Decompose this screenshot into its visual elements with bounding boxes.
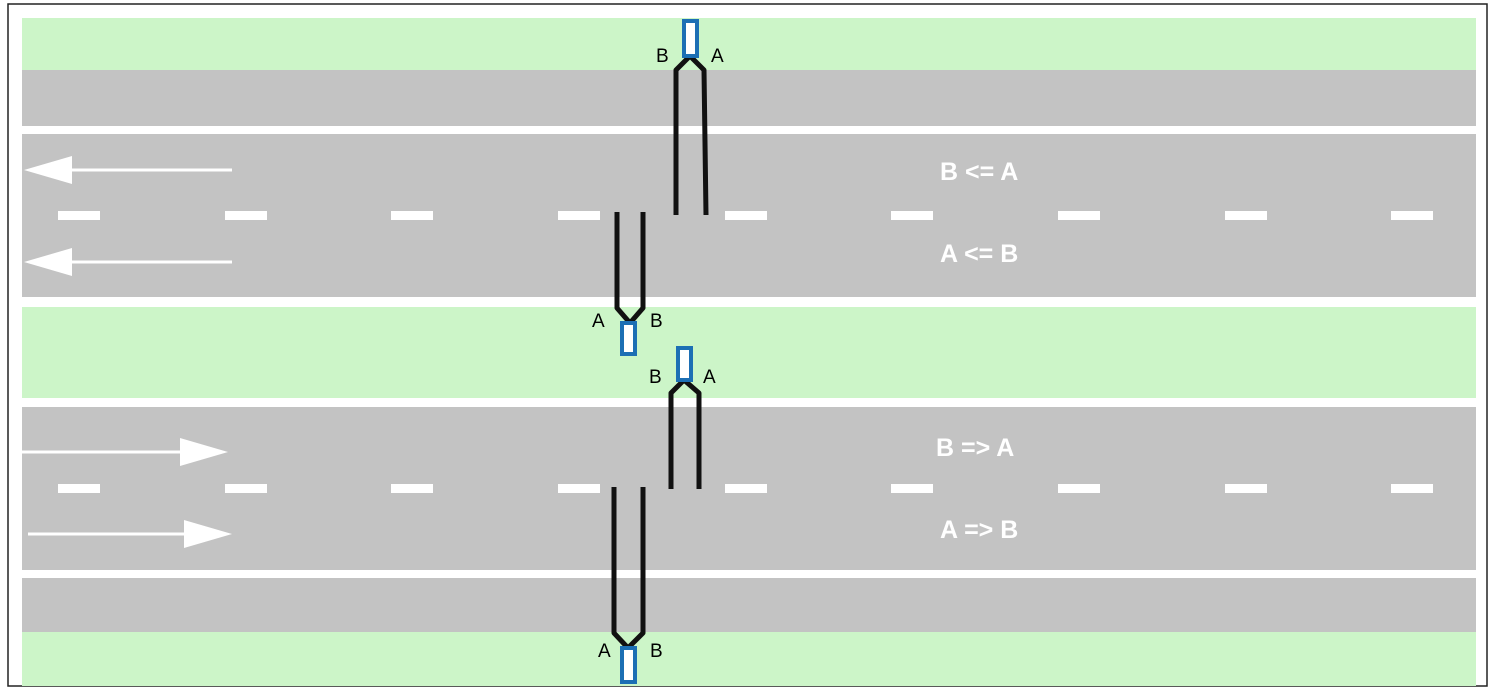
sensor-label-a: A [703,367,716,388]
loop-detector-lower-lane2: A B [598,487,663,684]
sensor-box [620,321,637,356]
grass-strip-bottom [22,632,1476,686]
shoulder-bottom [22,578,1476,632]
lane-label-upper-top: B <= A [940,158,1018,186]
sensor-box [620,646,637,684]
arrow-right-icon [28,520,232,548]
sensor-box [676,346,693,382]
lane-label-lower-bottom: A => B [940,516,1018,544]
sensor-label-a: A [592,311,605,332]
arrow-left-icon [24,248,232,276]
loop-detector-lower-lane1: B A [649,346,716,489]
lane-label-upper-bottom: A <= B [940,240,1018,268]
lane-divider-lower [58,484,1433,493]
arrow-right-icon [22,438,228,466]
sensor-label-b: B [656,46,669,67]
arrow-left-icon [24,156,232,184]
sensor-label-b: B [650,641,663,662]
grass-strip-top [22,18,1476,70]
sensor-label-b: B [649,367,662,388]
sensor-box [682,19,699,58]
lane-divider-upper [58,211,1433,220]
sensor-label-b: B [650,311,663,332]
shoulder-top [22,70,1476,126]
sensor-label-a: A [711,46,724,67]
grass-median [22,307,1476,398]
lane-label-lower-top: B => A [936,434,1014,462]
sensor-label-a: A [598,641,611,662]
loop-detector-upper-lane1: B A [656,19,724,216]
loop-detector-upper-lane2: A B [592,212,663,356]
